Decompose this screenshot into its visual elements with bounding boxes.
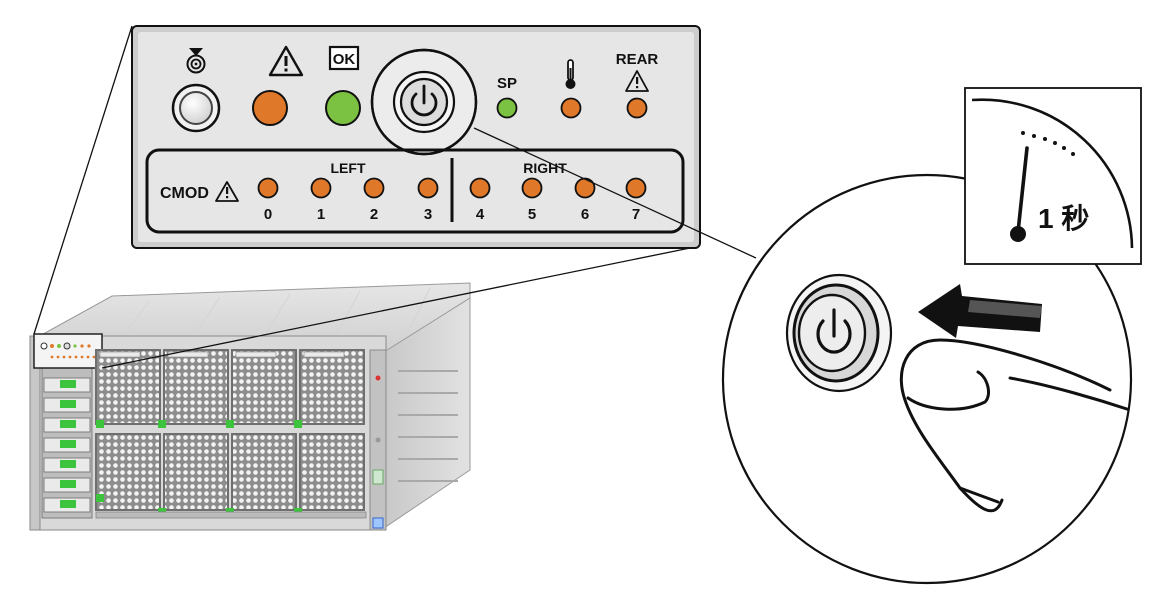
panel-zoom-lines [33, 25, 691, 369]
thermometer-icon [565, 59, 576, 89]
cmod-number-0: 0 [264, 206, 272, 223]
detail-power-icon [816, 308, 852, 354]
cmod-warning-icon [215, 181, 239, 202]
cmod-numbers: 0 1 2 3 4 5 6 7 [264, 206, 640, 223]
cmod-led-4 [469, 177, 491, 199]
cmod-led-6 [574, 177, 596, 199]
detail-leader-lines [473, 127, 757, 259]
cmod-led-3 [417, 177, 439, 199]
cmod-slots [41, 367, 93, 519]
finger-illustration [899, 338, 1131, 513]
warning-icon [268, 45, 304, 77]
service-required-led [252, 90, 288, 126]
front-panel-enlarged: OK SP REAR [131, 25, 701, 249]
cmod-led-2 [363, 177, 385, 199]
cmod-led-1 [310, 177, 332, 199]
cmod-number-1: 1 [317, 206, 325, 223]
rear-label: REAR [616, 51, 659, 68]
cmod-number-4: 4 [476, 206, 485, 223]
cmod-led-0 [257, 177, 279, 199]
sp-led [496, 97, 518, 119]
press-detail-circle [721, 173, 1133, 585]
power-button[interactable] [370, 48, 478, 156]
detail-power-button[interactable] [785, 273, 893, 393]
cmod-number-3: 3 [424, 206, 432, 223]
cmod-number-6: 6 [581, 206, 589, 223]
left-group-label: LEFT [331, 160, 366, 176]
locate-icon [186, 48, 206, 74]
ok-led [325, 90, 361, 126]
temperature-led [560, 97, 582, 119]
cmod-number-5: 5 [528, 206, 536, 223]
power-icon [410, 84, 438, 117]
chassis-side-vents [398, 370, 458, 482]
ok-label: OK [333, 51, 356, 68]
cmod-number-7: 7 [632, 206, 640, 223]
mini-front-panel [33, 333, 103, 369]
rear-warning-icon [625, 70, 649, 92]
rear-led [626, 97, 648, 119]
server-chassis [29, 282, 471, 531]
cmod-number-2: 2 [370, 206, 378, 223]
stopwatch-icon [971, 98, 1134, 249]
cmod-label: CMOD [160, 185, 209, 202]
press-arrow-icon [918, 284, 1042, 338]
duration-callout: 1 秒 [964, 87, 1142, 265]
cmod-leds [257, 177, 647, 199]
locate-button[interactable] [171, 83, 221, 133]
duration-text: 1 秒 [1038, 203, 1089, 234]
cmod-led-5 [521, 177, 543, 199]
ok-icon: OK [328, 45, 360, 71]
cmod-led-7 [625, 177, 647, 199]
magnifier-ring [370, 48, 478, 156]
cmod-led-group [145, 148, 685, 234]
sp-label: SP [497, 75, 517, 92]
right-group-label: RIGHT [523, 160, 567, 176]
